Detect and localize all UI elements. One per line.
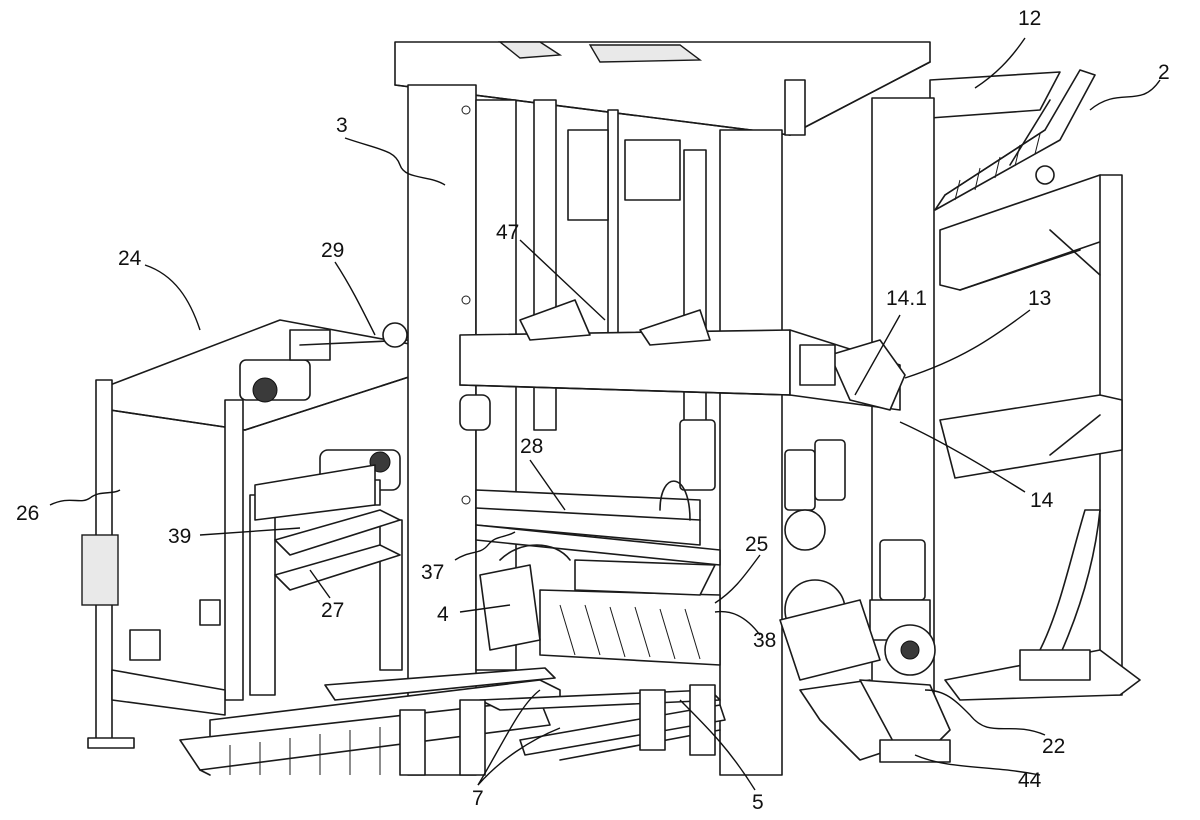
callout-24: 24 — [118, 247, 142, 270]
callout-13: 13 — [1028, 287, 1052, 310]
front-conveyor — [179, 667, 726, 776]
leader-13 — [904, 309, 1031, 379]
leader-22 — [924, 689, 1046, 736]
left-auxiliary-frame — [81, 319, 416, 749]
leader-47 — [519, 239, 606, 321]
callout-29: 29 — [321, 239, 345, 262]
leader-38 — [714, 610, 761, 636]
leader-26 — [49, 489, 121, 506]
callout-5: 5 — [752, 791, 764, 814]
leader-29 — [334, 261, 376, 336]
leader-24 — [144, 264, 201, 331]
leader-27 — [309, 569, 331, 599]
callout-38: 38 — [753, 629, 777, 652]
callout-7: 7 — [472, 787, 484, 810]
callout-28: 28 — [520, 435, 544, 458]
callout-37: 37 — [421, 561, 445, 584]
callout-4: 4 — [437, 603, 449, 626]
callout-44: 44 — [1018, 769, 1042, 792]
callout-14: 14 — [1030, 489, 1054, 512]
callout-39: 39 — [168, 525, 192, 548]
leader-2 — [1089, 79, 1161, 111]
leader-28 — [529, 459, 566, 511]
leader-7b — [477, 689, 541, 786]
callout-27: 27 — [321, 599, 345, 622]
callout-12: 12 — [1018, 7, 1042, 30]
leader-25 — [714, 554, 761, 604]
leader-14-1 — [854, 314, 901, 396]
callout-2: 2 — [1158, 61, 1170, 84]
leader-lines — [49, 37, 1161, 791]
callout-14-1: 14.1 — [886, 287, 927, 310]
leader-44 — [914, 754, 1041, 776]
right-front-drive — [779, 539, 951, 763]
callout-47: 47 — [496, 221, 520, 244]
leader-37 — [454, 531, 516, 561]
callout-26: 26 — [16, 502, 40, 525]
leader-4 — [459, 604, 511, 613]
leader-39 — [199, 527, 301, 536]
callout-25: 25 — [745, 533, 769, 556]
callout-22: 22 — [1042, 735, 1066, 758]
leader-14 — [899, 421, 1026, 493]
leader-3 — [344, 137, 446, 186]
leader-7a — [477, 727, 561, 786]
main-tower-frame — [394, 41, 935, 776]
callout-3: 3 — [336, 114, 348, 137]
leader-12 — [974, 37, 1026, 89]
rear-right-frame — [929, 69, 1141, 701]
leader-5 — [679, 699, 756, 791]
